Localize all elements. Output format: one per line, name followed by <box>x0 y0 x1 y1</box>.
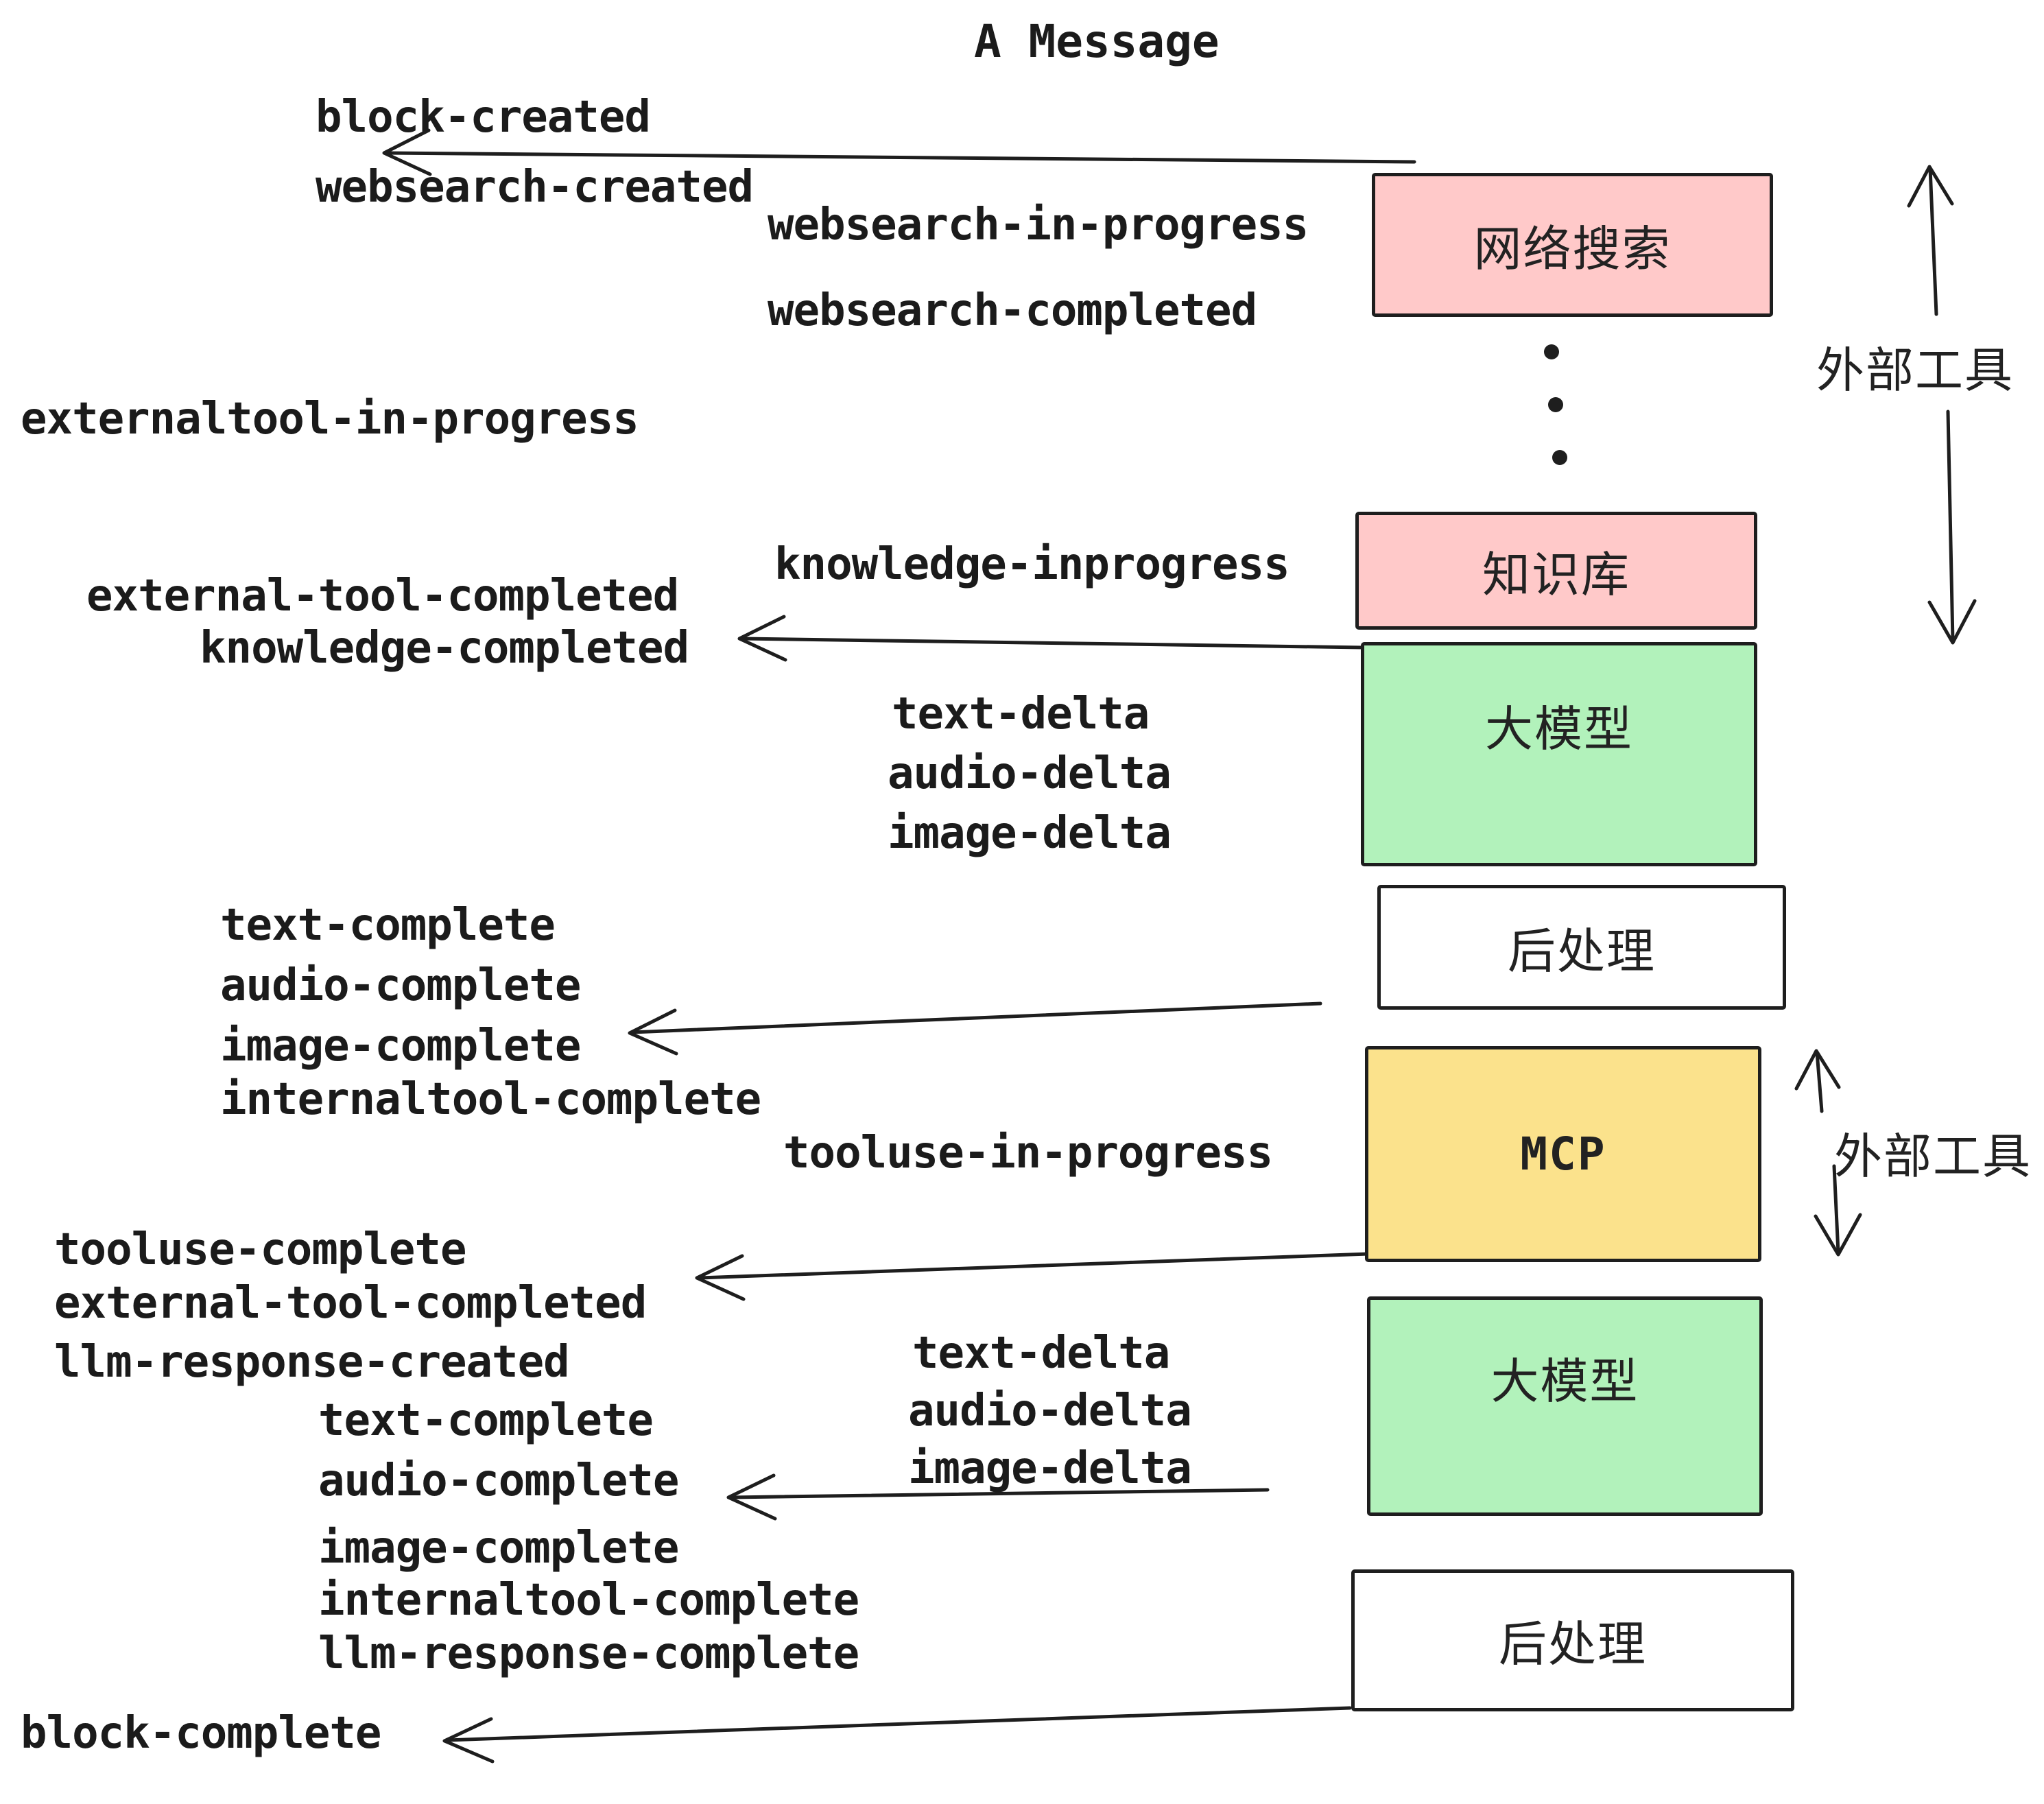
box-llm-2: 大模型 <box>1367 1296 1763 1516</box>
box-mcp-label: MCP <box>1520 1128 1606 1180</box>
event-audio-delta-2: audio-delta <box>908 1386 1192 1436</box>
event-audio-complete-2: audio-complete <box>318 1456 679 1506</box>
event-websearch-in-progress: websearch-in-progress <box>768 200 1309 250</box>
ellipsis-dots-icon <box>1544 344 1567 465</box>
event-internaltool-complete-1: internaltool-complete <box>220 1074 761 1125</box>
arrow-to-block-complete <box>442 1706 1352 1764</box>
event-external-tool-completed-1: external-tool-completed <box>86 571 679 621</box>
box-llm-1-label: 大模型 <box>1485 702 1633 756</box>
event-llm-response-complete: llm-response-complete <box>318 1628 859 1679</box>
event-tooluse-complete: tooluse-complete <box>54 1224 466 1275</box>
box-postprocess-2-label: 后处理 <box>1499 1617 1647 1671</box>
event-audio-complete-1: audio-complete <box>220 960 581 1011</box>
box-websearch: 网络搜索 <box>1372 173 1773 317</box>
arrow-to-knowledge-completed <box>737 615 1366 662</box>
event-internaltool-complete-2: internaltool-complete <box>318 1575 859 1626</box>
external-tools-label-2: 外部工具 <box>1834 1130 2032 1183</box>
event-text-delta-2: text-delta <box>912 1328 1170 1379</box>
event-text-complete-1: text-complete <box>220 900 556 951</box>
box-websearch-label: 网络搜索 <box>1473 222 1672 276</box>
arrow-to-image-complete <box>628 1001 1322 1056</box>
event-websearch-completed: websearch-completed <box>768 285 1257 336</box>
event-block-complete: block-complete <box>21 1708 381 1759</box>
event-knowledge-inprogress: knowledge-inprogress <box>774 539 1290 590</box>
external-tools-range-arrow-1 <box>1907 165 1977 645</box>
event-audio-delta-1: audio-delta <box>888 748 1172 799</box>
box-mcp: MCP <box>1365 1046 1761 1262</box>
event-tooluse-in-progress: tooluse-in-progress <box>783 1128 1273 1178</box>
event-text-delta-1: text-delta <box>892 689 1150 739</box>
event-image-delta-2: image-delta <box>908 1443 1192 1494</box>
event-externaltool-in-progress: externaltool-in-progress <box>21 394 639 444</box>
event-image-complete-1: image-complete <box>220 1021 581 1071</box>
event-knowledge-completed: knowledge-completed <box>200 623 689 674</box>
event-external-tool-completed-2: external-tool-completed <box>54 1278 647 1329</box>
arrow-to-external-tool-completed <box>695 1252 1370 1301</box>
box-llm-2-label: 大模型 <box>1490 1354 1639 1408</box>
box-knowledge-label: 知识库 <box>1482 547 1630 602</box>
page-title: A Message <box>974 15 1220 68</box>
box-llm-1: 大模型 <box>1361 642 1757 866</box>
event-block-created: block-created <box>316 92 651 143</box>
external-tools-label-1: 外部工具 <box>1816 344 2014 397</box>
event-websearch-created: websearch-created <box>316 162 754 213</box>
event-text-complete-2: text-complete <box>318 1395 654 1446</box>
event-image-delta-1: image-delta <box>888 808 1172 859</box>
box-knowledge: 知识库 <box>1355 512 1757 630</box>
event-llm-response-created: llm-response-created <box>54 1337 570 1388</box>
box-postprocess-2: 后处理 <box>1351 1569 1794 1711</box>
box-postprocess-1: 后处理 <box>1377 885 1786 1010</box>
event-image-complete-2: image-complete <box>318 1523 679 1574</box>
box-postprocess-1-label: 后处理 <box>1508 924 1656 978</box>
